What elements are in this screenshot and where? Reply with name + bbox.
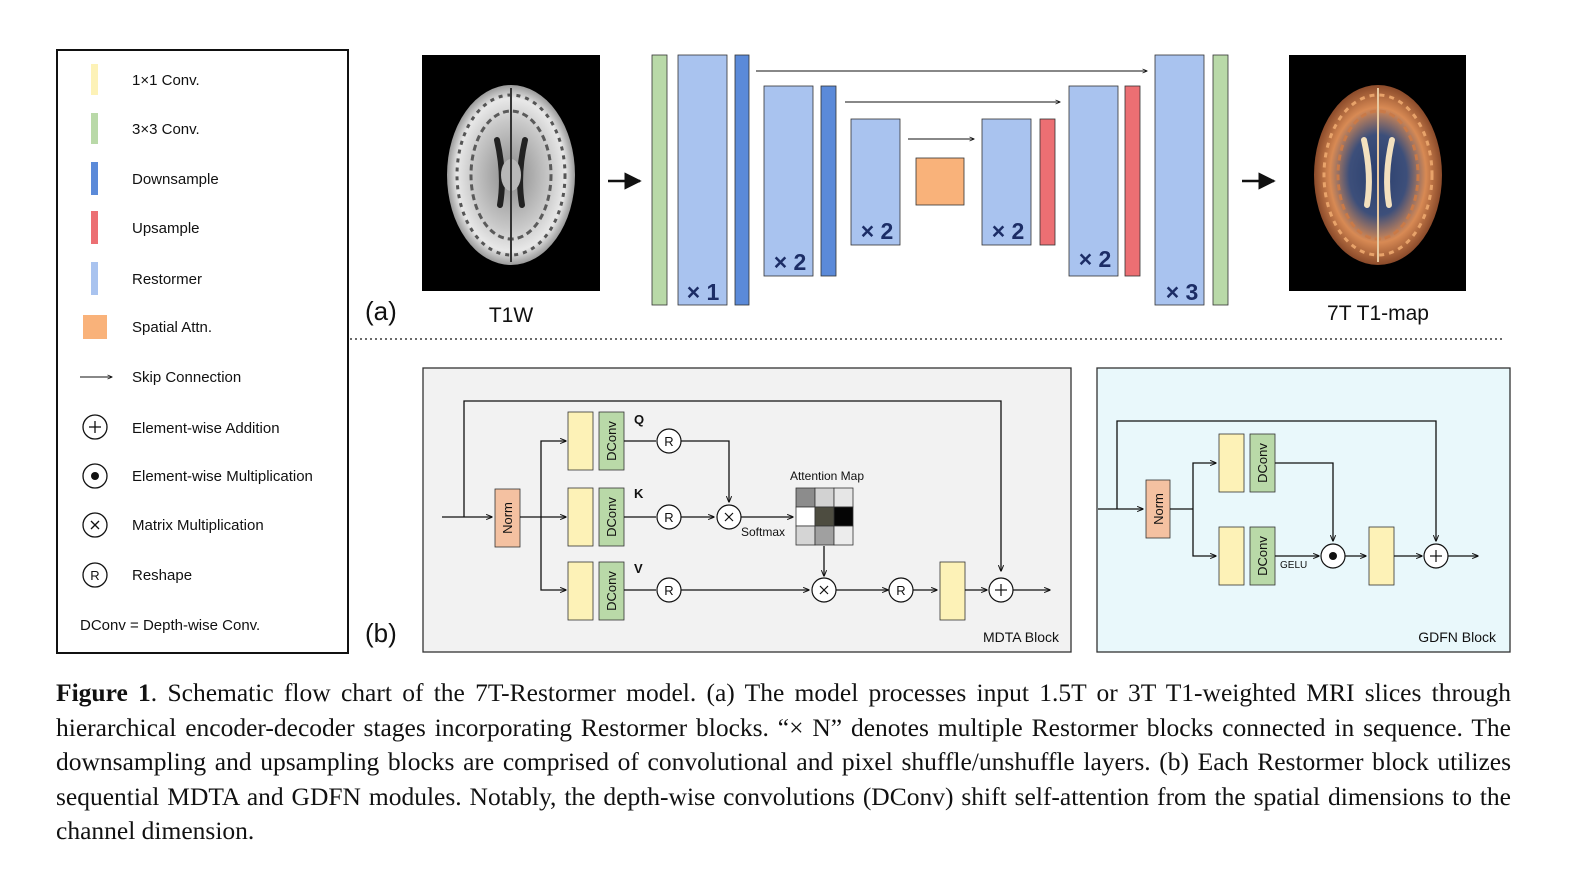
- svg-text:DConv: DConv: [1255, 443, 1270, 483]
- conv3x3-out-block: [1212, 54, 1229, 306]
- legend-frame: [56, 49, 349, 654]
- output-t1map-image: [1289, 55, 1466, 291]
- mdta-out-conv1x1-block: [939, 561, 966, 621]
- svg-text:DConv: DConv: [604, 497, 619, 537]
- restormer-swatch-icon: [91, 262, 98, 295]
- stage-2-label: × 2: [774, 249, 807, 275]
- softmax-label: Softmax: [741, 525, 785, 539]
- gdfn-title: GDFN Block: [1418, 629, 1497, 645]
- q-dconv-block: [598, 411, 625, 471]
- restormer-stage-2: [763, 85, 814, 277]
- gelu-label: GELU: [1280, 560, 1307, 571]
- v-label: V: [634, 561, 643, 576]
- stage-3-label: × 2: [861, 218, 894, 244]
- gdfn-lower-dconv-block: [1249, 526, 1276, 586]
- downsample-block-2: [820, 85, 837, 277]
- gdfn-upper-dconv-block: [1249, 433, 1276, 493]
- stage-6-label: × 3: [1166, 279, 1199, 305]
- restormer-stage-5: [1068, 85, 1119, 277]
- svg-text:R: R: [664, 583, 673, 598]
- caption-label: Figure 1: [56, 678, 151, 707]
- restormer-stage-6: [1154, 54, 1205, 306]
- legend-label-restormer: Restormer: [132, 271, 202, 288]
- spatial-attn-block: [915, 157, 965, 206]
- plus-circle-icon: [82, 414, 108, 440]
- stage-1-label: × 1: [687, 279, 720, 305]
- caption-text: . Schematic flow chart of the 7T-Restorm…: [56, 678, 1511, 845]
- input-label: T1W: [489, 304, 534, 327]
- q-conv1x1-block: [567, 411, 594, 471]
- legend-label-conv3x3: 3×3 Conv.: [132, 121, 200, 138]
- svg-text:Norm: Norm: [1151, 493, 1166, 525]
- mdta-add-node: [988, 577, 1014, 603]
- attention-map-label: Attention Map: [790, 469, 864, 483]
- v-dconv-block: [598, 561, 625, 621]
- figure-caption: Figure 1. Schematic flow chart of the 7T…: [56, 676, 1511, 849]
- restormer-stage-3: [850, 118, 901, 246]
- legend-label-addition: Element-wise Addition: [132, 420, 280, 437]
- legend-label-skip: Skip Connection: [132, 369, 241, 386]
- stage-4-label: × 2: [992, 218, 1025, 244]
- restormer-stage-4: [981, 118, 1032, 246]
- spatial-attn-swatch-icon: [83, 315, 107, 339]
- times-circle-icon: [82, 512, 108, 538]
- conv3x3-in-block: [651, 54, 668, 306]
- upsample-block-2: [1124, 85, 1141, 277]
- conv1x1-swatch-icon: [91, 64, 98, 95]
- reshape-circle-icon: R: [82, 562, 108, 588]
- legend-label-multiplication: Element-wise Multiplication: [132, 468, 313, 485]
- k-label: K: [634, 486, 644, 501]
- upsample-block-1: [1039, 118, 1056, 246]
- gdfn-mult-node: [1320, 543, 1346, 569]
- figure-diagram: 1×1 Conv. 3×3 Conv. Downsample Upsample …: [56, 49, 1511, 654]
- downsample-swatch-icon: [91, 162, 98, 195]
- q-label: Q: [634, 412, 644, 427]
- legend-label-matrix-mult: Matrix Multiplication: [132, 517, 264, 534]
- legend-label-spatial-attn: Spatial Attn.: [132, 319, 212, 336]
- gdfn-out-conv1x1-block: [1368, 526, 1395, 586]
- gdfn-lower-conv1x1-block: [1218, 526, 1245, 586]
- svg-text:DConv: DConv: [604, 421, 619, 461]
- qk-matmul-node: [716, 504, 742, 530]
- av-matmul-node: [811, 577, 837, 603]
- attention-map-grid: [795, 487, 854, 546]
- conv3x3-swatch-icon: [91, 113, 98, 144]
- legend-note: DConv = Depth-wise Conv.: [80, 617, 260, 634]
- svg-text:R: R: [896, 583, 905, 598]
- input-mri-image: [422, 55, 600, 291]
- legend-label-upsample: Upsample: [132, 220, 200, 237]
- svg-text:R: R: [664, 510, 673, 525]
- svg-text:Norm: Norm: [500, 502, 515, 534]
- mdta-norm-block: [494, 488, 521, 548]
- gdfn-add-node: [1423, 543, 1449, 569]
- mdta-block: MDTA Block Norm DConv Q R DConv K R: [422, 367, 1072, 653]
- svg-text:DConv: DConv: [1255, 536, 1270, 576]
- output-label: 7T T1-map: [1327, 302, 1429, 325]
- panel-a: (a) T1W × 1 × 2 × 2 × 2 × 2 ×: [365, 54, 1466, 327]
- panel-b-tag: (b): [365, 618, 397, 648]
- upsample-swatch-icon: [91, 211, 98, 244]
- legend-label-downsample: Downsample: [132, 171, 219, 188]
- panel-a-tag: (a): [365, 296, 397, 326]
- legend: 1×1 Conv. 3×3 Conv. Downsample Upsample …: [56, 49, 349, 654]
- gdfn-upper-conv1x1-block: [1218, 433, 1245, 493]
- restormer-stage-1: [677, 54, 728, 306]
- legend-label-reshape: Reshape: [132, 567, 192, 584]
- svg-text:R: R: [90, 568, 99, 583]
- gdfn-block: GDFN Block Norm DConv DConv GELU: [1096, 367, 1511, 653]
- svg-text:R: R: [664, 434, 673, 449]
- legend-label-conv1x1: 1×1 Conv.: [132, 72, 200, 89]
- k-conv1x1-block: [567, 487, 594, 547]
- svg-text:DConv: DConv: [604, 571, 619, 611]
- dot-circle-icon: [82, 463, 108, 489]
- downsample-block-1: [734, 54, 750, 306]
- stage-5-label: × 2: [1079, 246, 1112, 272]
- v-conv1x1-block: [567, 561, 594, 621]
- mdta-title: MDTA Block: [983, 629, 1060, 645]
